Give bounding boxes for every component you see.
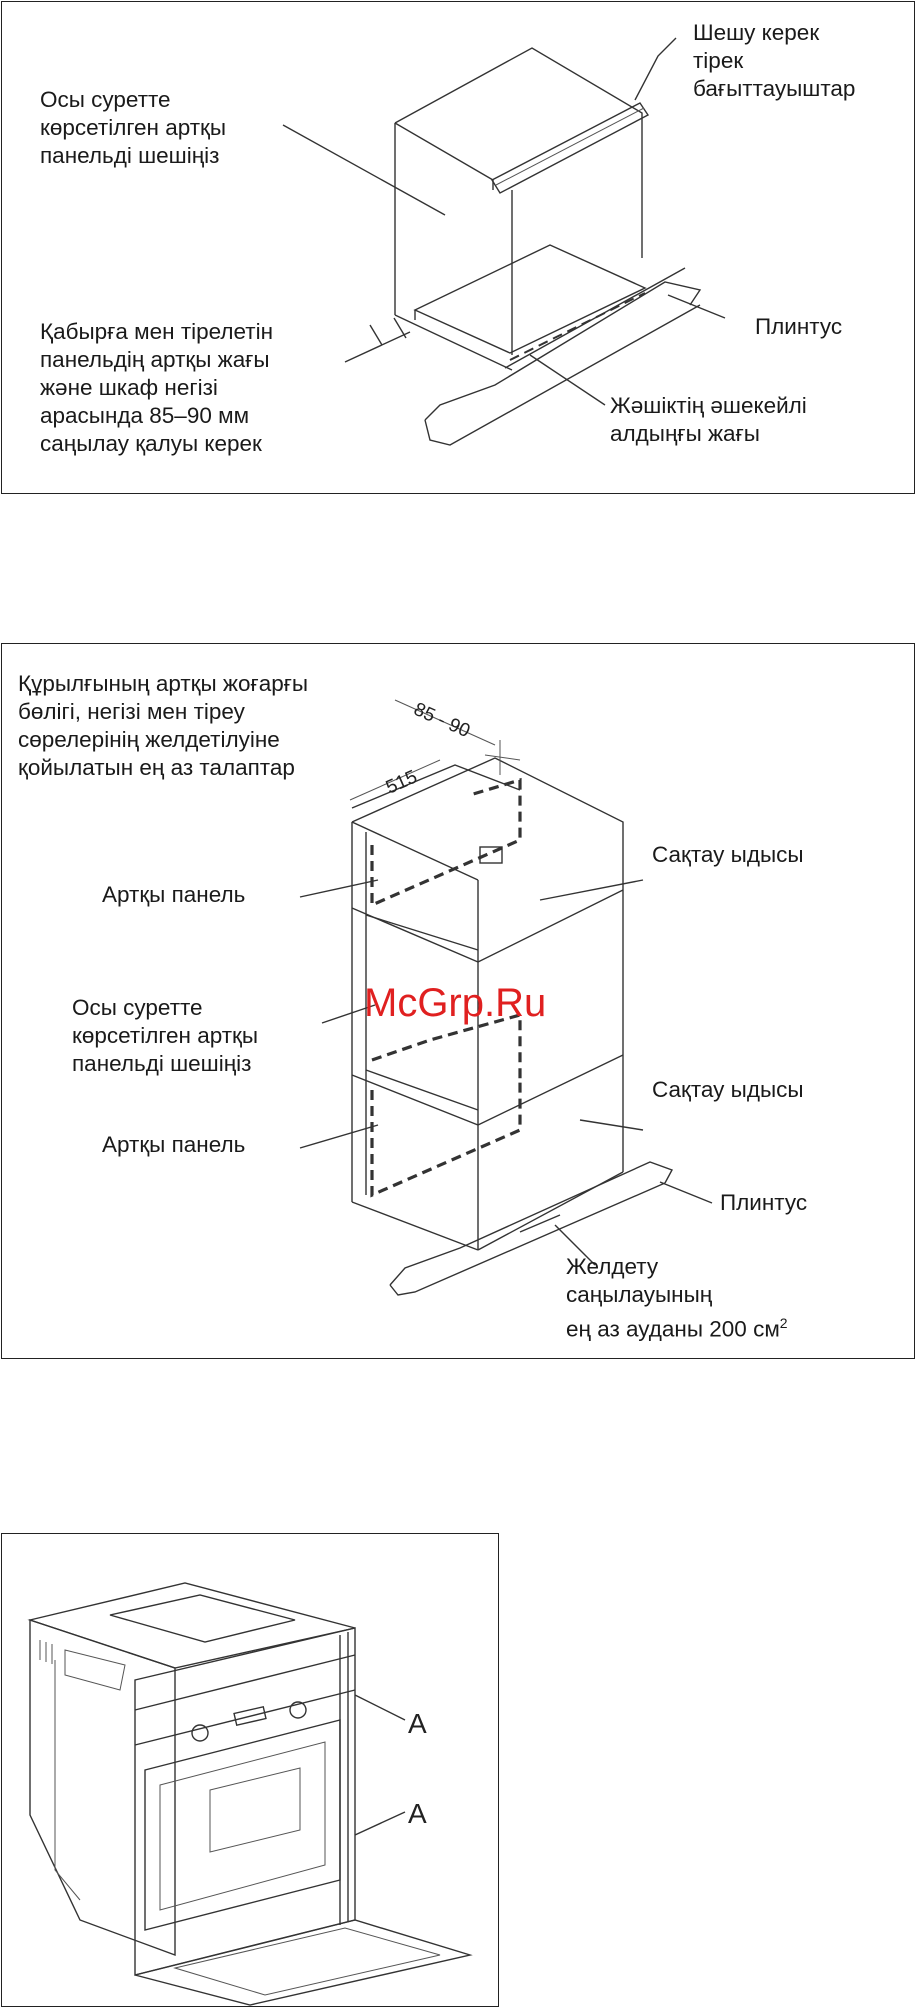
figure-2-frame	[1, 643, 915, 1359]
fig2-storage-top-label: Сақтау ыдысы	[652, 842, 804, 867]
fig1-drawer-front-label: Жәшіктің әшекейлі алдыңғы жағы	[610, 393, 807, 446]
fig2-requirements-label: Құрылғының артқы жоғарғы бөлігі, негізі …	[18, 671, 309, 780]
fig1-plinth-label: Плинтус	[755, 314, 843, 339]
watermark: McGrp.Ru	[364, 981, 547, 1025]
fig2-vent-area-label: Желдету саңылауының ең аз ауданы 200 см2	[566, 1253, 788, 1344]
fig1-gap-note-label: Қабырға мен тірелетін панельдің артқы жа…	[40, 319, 274, 456]
fig2-vent-area-text: Желдету саңылауының ең аз ауданы 200 см	[566, 1254, 780, 1342]
figure-3-frame	[1, 1533, 499, 2007]
fig1-remove-back-panel-label: Осы суретте көрсетілген артқы панельді ш…	[40, 87, 227, 168]
fig2-back-panel-top-label: Артқы панель	[102, 882, 246, 907]
fig2-back-panel-bottom-label: Артқы панель	[102, 1132, 246, 1157]
label-a-top: A	[408, 1708, 427, 1739]
fig1-remove-guides-label: Шешу керек тірек бағыттауыштар	[693, 20, 856, 101]
figure-1-drawing	[282, 37, 726, 446]
figure-1-frame	[1, 1, 915, 494]
label-a-bottom: A	[408, 1798, 427, 1829]
fig2-plinth-label: Плинтус	[720, 1190, 808, 1215]
fig2-vent-area-sup: 2	[779, 1315, 788, 1331]
fig2-storage-bottom-label: Сақтау ыдысы	[652, 1077, 804, 1102]
figure-2-drawing	[299, 699, 713, 1296]
fig2-remove-back-panel-label: Осы суретте көрсетілген артқы панельді ш…	[72, 995, 259, 1076]
